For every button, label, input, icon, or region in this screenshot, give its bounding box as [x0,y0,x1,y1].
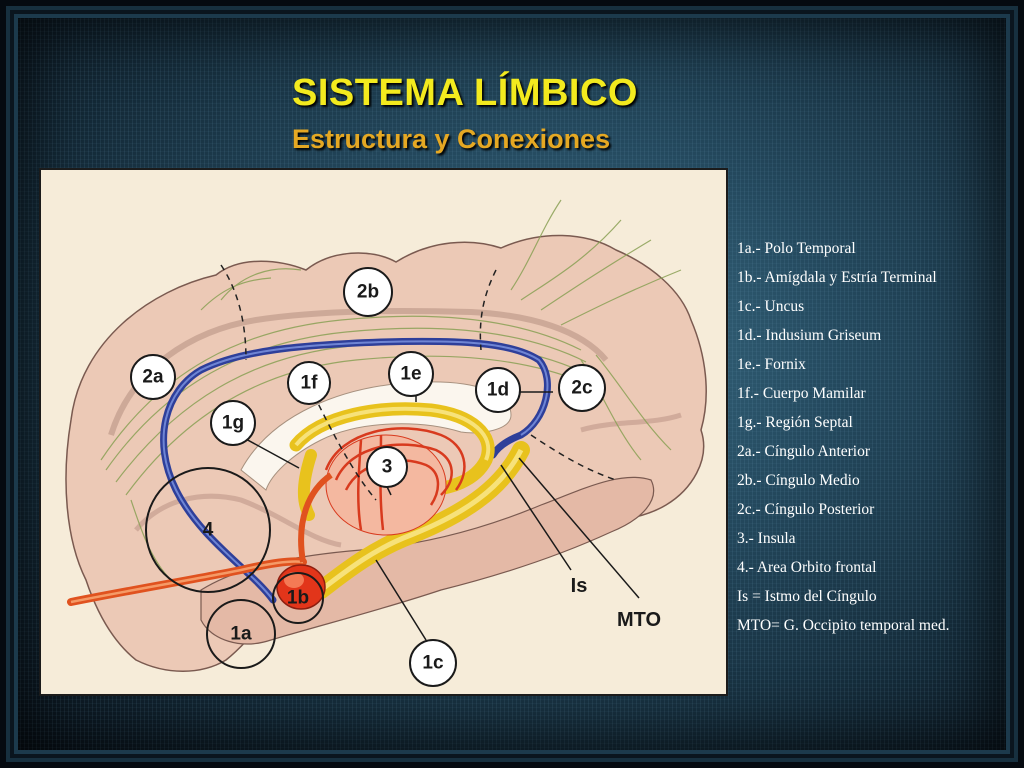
label-2c: 2c [558,364,606,412]
label-3: 3 [366,446,408,488]
svg-text:1b: 1b [287,588,309,609]
amygdala-highlight [284,572,304,588]
svg-text:2a: 2a [142,367,164,388]
svg-text:1c: 1c [422,653,444,674]
limbic-system-illustration: 2a 2b 2c 1g 1f 1e 1d 3 [41,170,726,694]
legend-item: 4.- Area Orbito frontal [737,559,877,576]
svg-text:1g: 1g [222,413,244,434]
legend-item: 1b.- Amígdala y Estría Terminal [737,269,937,286]
orbitofrontal-region [145,467,271,593]
label-4: 4 [145,467,271,593]
amygdala-pathway [298,472,333,563]
svg-text:4: 4 [203,520,214,541]
svg-text:1a: 1a [230,624,252,645]
svg-text:2b: 2b [357,282,379,303]
legend-item: MTO= G. Occipito temporal med. [737,617,950,634]
legend-item: 1a.- Polo Temporal [737,240,856,257]
svg-text:1f: 1f [301,373,319,394]
slide-title: SISTEMA LÍMBICO [292,72,638,114]
brain-diagram: 2a 2b 2c 1g 1f 1e 1d 3 [65,199,707,687]
cortex-fold-occipital [580,412,682,433]
label-1c: 1c [409,639,457,687]
legend-item: 2c.- Cíngulo Posterior [737,501,875,518]
svg-text:1d: 1d [487,380,509,401]
svg-text:2c: 2c [571,378,593,399]
cingulum-bundle-highlight [162,340,549,601]
legend-item: 1e.- Fornix [737,356,806,373]
label-2a: 2a [130,354,176,400]
slide-subtitle: Estructura y Conexiones [292,124,611,154]
label-mto: MTO [617,609,661,631]
label-1f: 1f [287,361,331,405]
svg-text:3: 3 [382,457,393,478]
legend-item: 1c.- Uncus [737,298,805,315]
legend-item: 2b.- Cíngulo Medio [737,472,860,489]
legend-item: 2a.- Cíngulo Anterior [737,443,871,460]
fornix-highlight [294,406,490,461]
legend: 1a.- Polo Temporal 1b.- Amígdala y Estrí… [737,234,1017,640]
label-1g: 1g [210,400,256,446]
legend-item: 1g.- Región Septal [737,414,853,431]
svg-text:1e: 1e [400,364,421,385]
legend-item: 3.- Insula [737,530,796,547]
label-is: Is [571,575,588,597]
legend-item: 1f.- Cuerpo Mamilar [737,385,866,402]
label-1e: 1e [388,351,434,397]
stria-terminalis-highlight [70,560,304,604]
label-1b: 1b [272,572,324,624]
label-2b: 2b [343,267,393,317]
fimbria-highlight [319,448,524,592]
label-1a: 1a [206,599,276,669]
label-1d: 1d [475,367,521,413]
cortex-fold-lower [134,493,342,548]
legend-item: Is = Istmo del Cíngulo [737,588,877,605]
legend-item: 1d.- Indusium Griseum [737,327,882,344]
